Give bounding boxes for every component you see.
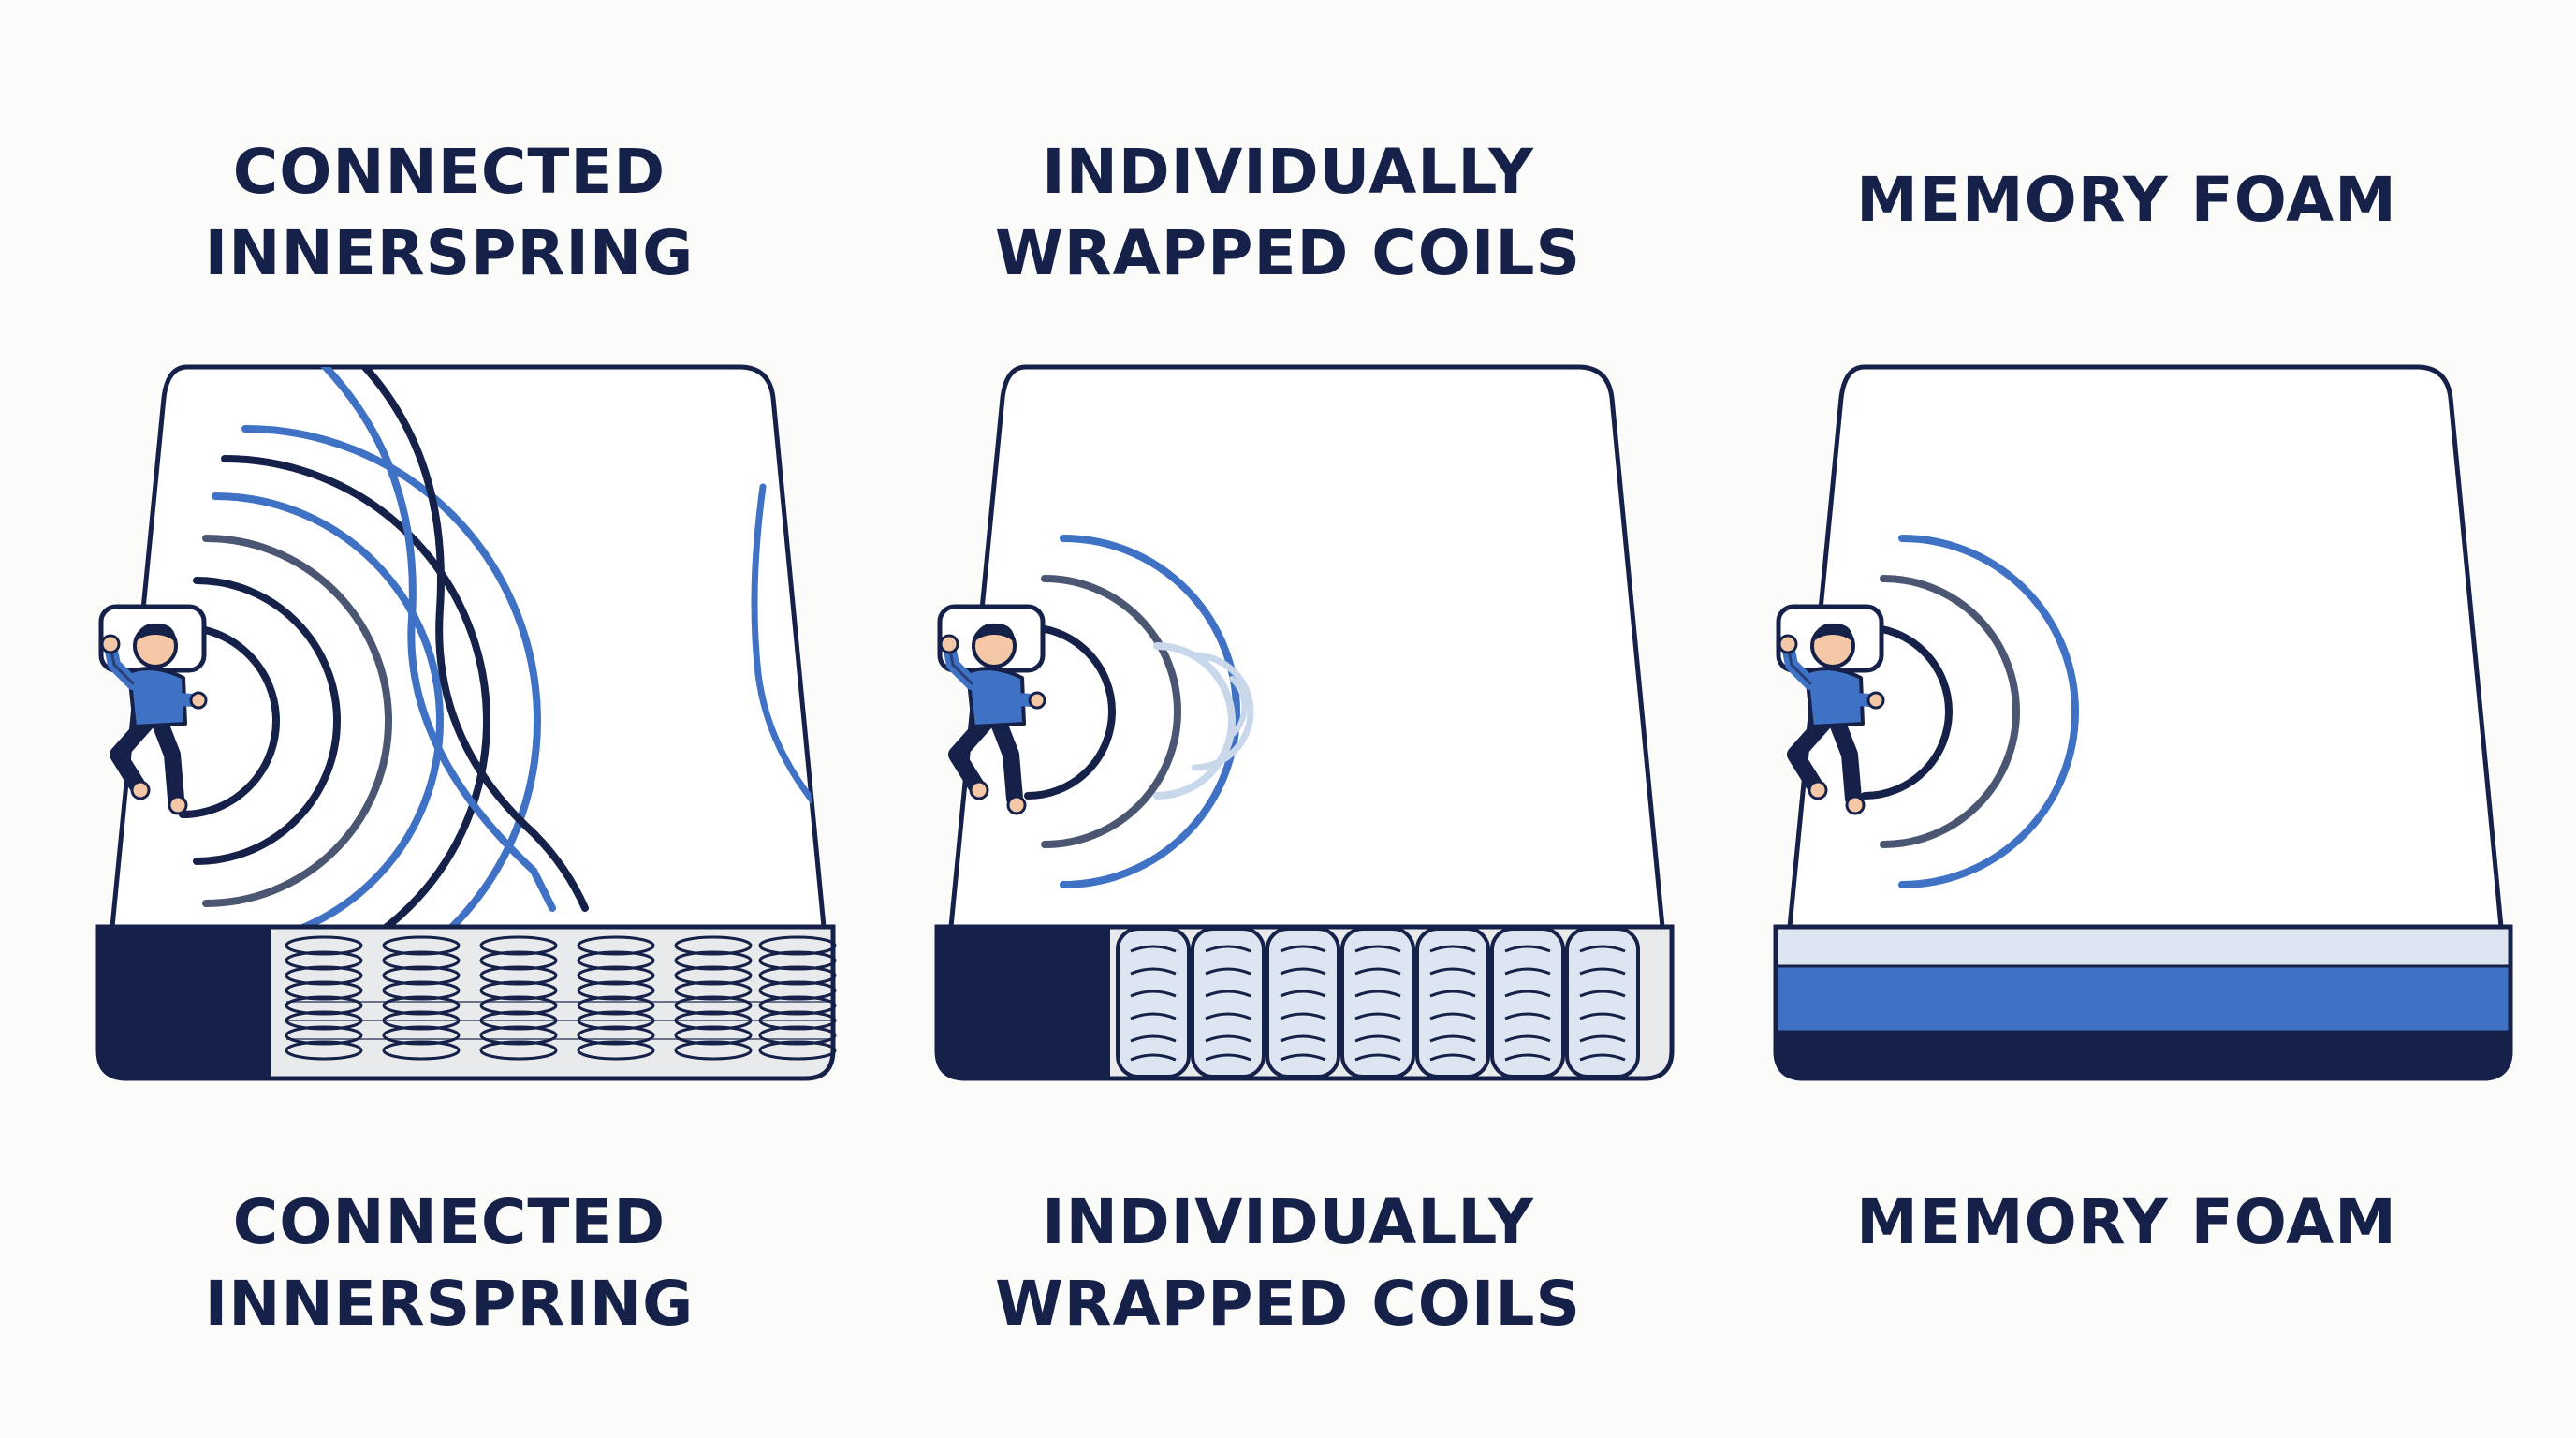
title-line: MEMORY FOAM <box>1856 164 2397 236</box>
panel-connected-innerspring: CONNECTED INNERSPRING <box>47 0 852 1438</box>
motion-wave-icon <box>179 367 824 927</box>
panel-title-bottom: MEMORY FOAM <box>1724 1181 2529 1263</box>
mattress-connected-innerspring <box>47 364 837 1081</box>
panel-title-bottom: INDIVIDUALLY WRAPPED COILS <box>886 1181 1690 1344</box>
spring-coil-icon <box>285 935 837 1061</box>
panel-title-top: CONNECTED INNERSPRING <box>47 131 852 294</box>
foam-layer-top <box>1778 929 2509 966</box>
mattress-top <box>110 364 827 930</box>
title-line: CONNECTED <box>232 1186 666 1258</box>
panel-title-bottom: CONNECTED INNERSPRING <box>47 1181 852 1344</box>
panel-individually-wrapped-coils: INDIVIDUALLY WRAPPED COILS <box>886 0 1690 1438</box>
base-label-block <box>98 927 271 1078</box>
mattress-memory-foam <box>1724 364 2513 1081</box>
spring-coil-icon <box>1116 927 1640 1078</box>
motion-wave-icon <box>1861 535 2079 888</box>
title-line: INNERSPRING <box>204 1268 695 1340</box>
title-line: WRAPPED COILS <box>995 217 1581 289</box>
title-line: WRAPPED COILS <box>995 1268 1581 1340</box>
motion-wave-icon <box>1024 535 1254 888</box>
panel-memory-foam: MEMORY FOAM MEMORY FOAM <box>1724 0 2529 1438</box>
base-label-block <box>937 927 1110 1078</box>
title-line: CONNECTED <box>232 136 666 208</box>
title-line: INDIVIDUALLY <box>1042 136 1534 208</box>
title-line: MEMORY FOAM <box>1856 1186 2397 1258</box>
panel-title-top: MEMORY FOAM <box>1724 159 2529 241</box>
foam-layer-middle <box>1778 966 2509 1032</box>
panel-title-top: INDIVIDUALLY WRAPPED COILS <box>886 131 1690 294</box>
mattress-individually-wrapped-coils <box>886 364 1675 1081</box>
title-line: INNERSPRING <box>204 217 695 289</box>
title-line: INDIVIDUALLY <box>1042 1186 1534 1258</box>
